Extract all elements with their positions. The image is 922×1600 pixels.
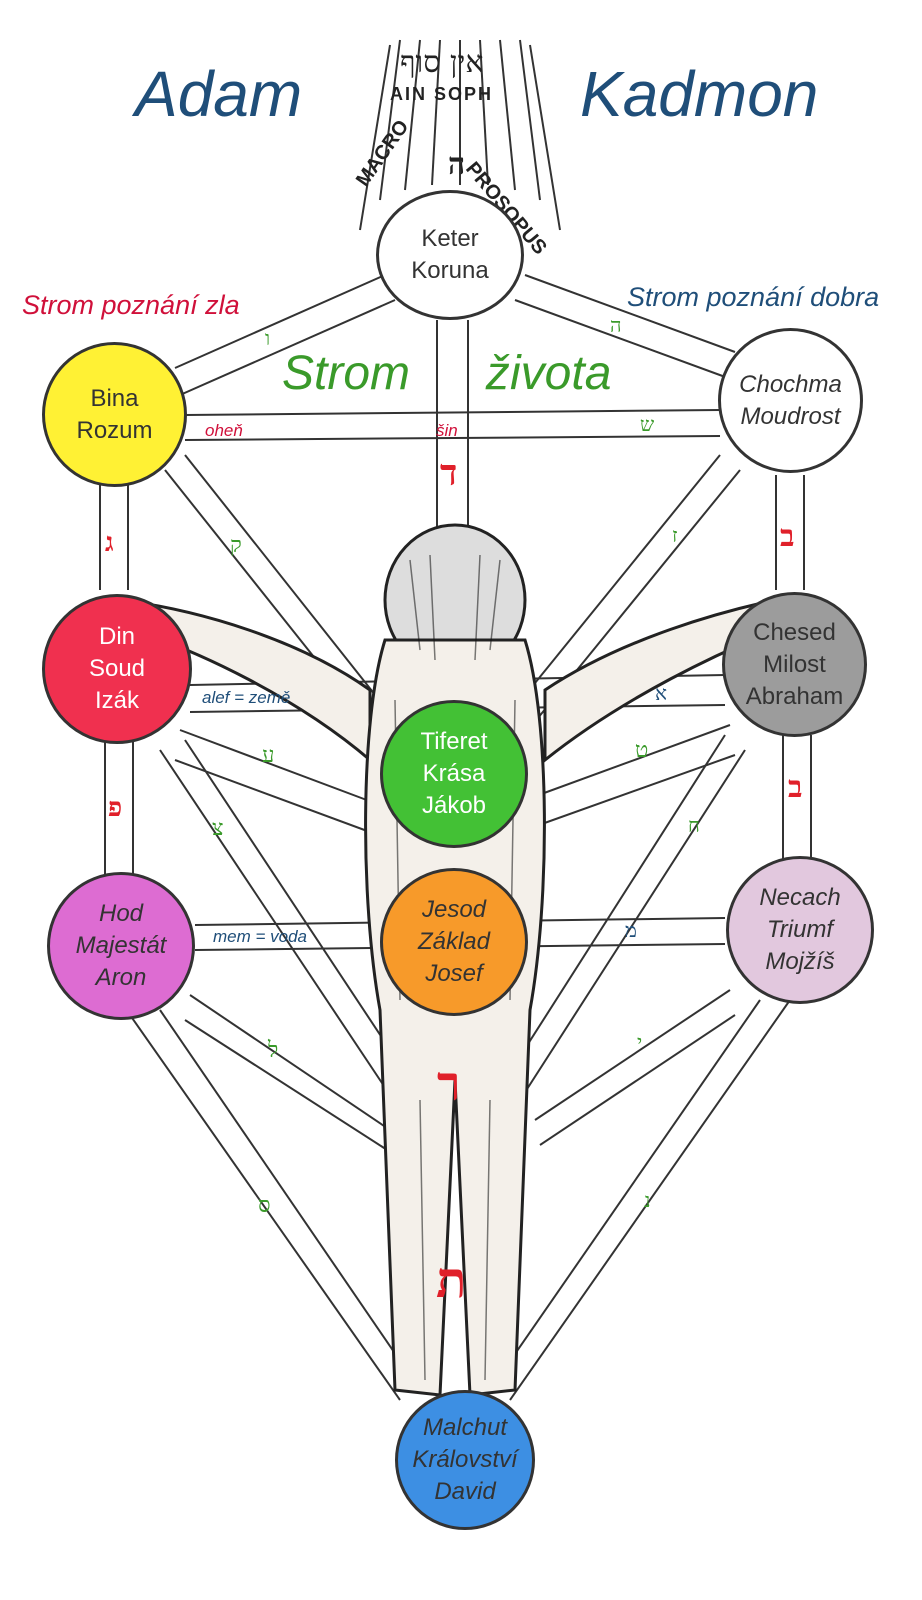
hebrew-letter-vav: ו <box>265 326 271 350</box>
din-line-1: Din <box>98 623 135 650</box>
ain-soph-hebrew: אין סוף <box>400 45 484 80</box>
path-label-mem-voda: mem = voda <box>213 927 308 946</box>
malchut-line-1: Malchut <box>422 1414 508 1441</box>
hebrew-letter-samech: ס <box>258 1193 271 1218</box>
tree-evil-label: Strom poznání zla <box>22 290 240 320</box>
chesed-line-3: Abraham <box>745 682 844 710</box>
bina-line-2: Rozum <box>76 416 153 444</box>
chesed-line-2: Milost <box>763 650 826 678</box>
sephira-jesod: Jesod Základ Josef <box>380 868 528 1016</box>
hebrew-letter-nun: נ <box>644 1188 651 1212</box>
title-adam: Adam <box>135 58 303 130</box>
tiferet-line-3: Jákob <box>421 792 487 819</box>
malchut-line-3: David <box>434 1478 496 1505</box>
tiferet-line-2: Krása <box>422 760 486 787</box>
tree-life-word-1: Strom <box>282 347 411 400</box>
necach-line-3: Mojžíš <box>765 948 835 975</box>
sephira-din: Din Soud Izák <box>42 594 192 744</box>
hebrew-letter-pe: פ <box>108 793 123 823</box>
hebrew-letter-dalet: ד <box>440 452 458 494</box>
hebrew-letter-heh: ה <box>610 313 622 337</box>
keter-line-1: Keter <box>421 225 479 252</box>
bina-line-1: Bina <box>90 384 139 412</box>
hebrew-letter-bet-2: ב <box>788 770 803 805</box>
ain-soph-rays <box>359 39 561 231</box>
din-line-2: Soud <box>88 655 146 682</box>
hebrew-letter-mem: מ <box>625 918 637 942</box>
sephira-chesed: Chesed Milost Abraham <box>722 592 867 737</box>
hebrew-letter-kaf: ק <box>230 533 242 558</box>
necach-line-1: Necach <box>759 884 841 911</box>
title-kadmon: Kadmon <box>580 58 819 130</box>
hebrew-letter-yod: י <box>637 1030 643 1054</box>
chochma-line-2: Moudrost <box>740 402 841 430</box>
hebrew-letter-zayin: ז <box>672 523 678 547</box>
keter-line-2: Koruna <box>411 257 489 284</box>
jesod-line-2: Základ <box>417 928 491 955</box>
ain-soph-latin: AIN SOPH <box>390 84 494 104</box>
necach-line-2: Triumf <box>766 916 834 943</box>
hebrew-letter-lamed: ל <box>268 1038 279 1063</box>
hebrew-letter-bet: ב <box>780 519 795 554</box>
chochma-line-1: Chochma <box>739 370 842 398</box>
hebrew-letter-tet: ט <box>635 738 649 763</box>
din-line-3: Izák <box>94 687 139 714</box>
hebrew-letter-shin: ש <box>640 412 655 436</box>
chesed-line-1: Chesed <box>753 618 836 646</box>
sephira-chochma: Chochma Moudrost <box>718 328 863 473</box>
malchut-line-2: Království <box>412 1446 518 1473</box>
sephira-necach: Necach Triumf Mojžíš <box>726 856 874 1004</box>
sephira-tiferet: Tiferet Krása Jákob <box>380 700 528 848</box>
sephira-keter: Keter Koruna <box>376 190 524 320</box>
hod-line-2: Majestát <box>75 932 167 959</box>
path-label-sin: šin <box>436 421 458 440</box>
ain-soph-heh: ה <box>448 147 466 182</box>
hebrew-letter-ayin: ע <box>262 743 275 768</box>
sephira-malchut: Malchut Království David <box>395 1390 535 1530</box>
tree-life-word-2: života <box>486 347 612 400</box>
hebrew-letter-resh: ר <box>437 1056 461 1112</box>
tiferet-line-1: Tiferet <box>420 728 488 755</box>
tree-good-label: Strom poznání dobra <box>627 282 880 312</box>
sephira-bina: Bina Rozum <box>42 342 187 487</box>
hebrew-letter-chet: ח <box>688 813 700 837</box>
path-label-ohen: oheň <box>205 421 243 440</box>
jesod-line-1: Jesod <box>421 896 487 923</box>
path-label-alef-zeme: alef = země <box>202 688 291 707</box>
hebrew-letter-alef: א <box>655 681 668 705</box>
hebrew-letter-gimel: ג <box>105 528 114 558</box>
hod-line-1: Hod <box>98 900 144 927</box>
jesod-line-3: Josef <box>425 960 483 987</box>
hebrew-letter-tav: ת <box>436 1250 467 1309</box>
hebrew-letter-tsade: צ <box>212 816 224 841</box>
hod-line-3: Aron <box>95 964 147 991</box>
sephira-hod: Hod Majestát Aron <box>47 872 195 1020</box>
